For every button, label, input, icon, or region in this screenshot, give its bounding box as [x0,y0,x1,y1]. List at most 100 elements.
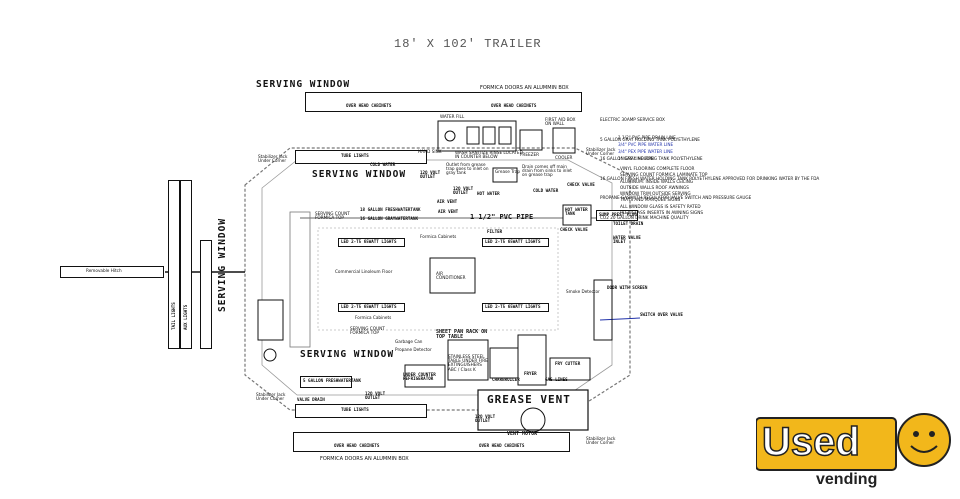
led-light-4: LED 2-T5 65WATT LIGHTS [482,303,549,312]
first-aid-label: FIRST AID BOX ON WALL [545,117,576,127]
logo-used-text: Used [761,420,860,464]
tube-lights-bottom-label: TUBE LIGHTS [341,407,369,412]
spec-item-3: 16 GALLON GRAY HOLDING TANK POLYETHYLENE [600,156,703,161]
grease-trap-label: Grease Trap [495,169,520,174]
commercial-floor-label: Commercial Linoleum Floor [335,269,393,274]
gas-lines-label: GAS LINES [545,377,568,382]
garbage-can-label: Garbage Can [395,339,423,344]
water-valve-label: WATER VALVE INLET [613,235,641,245]
tail-light-bar-2 [180,180,192,349]
fresh-tank-label: 18 GALLON FRESHWATERTANK [360,207,421,212]
charbroiler-label: CHARBROILER [492,377,520,382]
sink-bowl-3 [482,126,496,145]
pipe-spec-2: 3/4" PVC PIPE WATER LINE [618,142,674,148]
cooler-box [552,127,576,154]
material-spec-7: ALL WINDOW GLASS IS SAFETY RATED [620,203,701,209]
spec-item-2: 5 GALLON GRAY HOLDING TANK POLYETHYLENE [600,136,700,142]
valve-drain-label: VALVE DRAIN [297,397,325,402]
led-light-1: LED 2-T5 65WATT LIGHTS [338,238,405,247]
sink-bowl-2 [466,126,480,145]
smoke-detector-label: Smoke Detector [566,289,600,294]
material-spec-3: ALUMINUM: INSIDE WALLS CEILING [620,178,694,184]
material-spec-1: VINYL FLOORING COMPLETE FLOOR [620,166,695,171]
material-spec-list: VINYL FLOORING COMPLETE FLOOR SERVING CO… [620,166,707,216]
serving-window-inner-top: SERVING WINDOW [312,169,407,180]
cabinets-top-label: FORMICA DOORS AN ALUMMIN BOX [480,85,569,91]
air-vent-mid: AIR VENT [438,209,459,214]
sink-bowl-1 [444,130,456,142]
stainless-table-label: STAINLESS STEEL TABLE UNDER FIRE EXTINGU… [448,354,488,372]
freezer-label: FREEZER [520,152,540,157]
tail-light-bar-1 [168,180,180,349]
filter-label: FILTER [487,229,503,234]
hot-water-label: HOT WATER [477,191,500,196]
under-counter-ref-label: UNDER COUNTER REFRIGERATOR [403,372,436,382]
right-door [593,279,613,341]
pipe-spec-3: 3/4" PEX PIPE WATER LINE [618,149,673,155]
serving-counter-top: SERVING COUNT FORMICA TOP [315,211,350,221]
led-light-3: LED 2-T5 65WATT LIGHTS [338,303,405,312]
electrical-box-rect [257,299,284,341]
sink-label: WASH SANITIZE RINSE LOCATED IN COUNTER B… [455,150,523,160]
trailer-outline [244,147,631,411]
charbroiler-box [489,347,519,379]
logo-graphic [755,413,951,471]
sink-bowl-4 [498,126,512,145]
overhead-cabinets-bottom: OVER HEAD CABINETS OVER HEAD CABINETS [293,432,570,452]
air-conditioner-label: AIR CONDITIONER [436,271,466,281]
hot-water-tank-label: HOT WATER TANK [565,207,588,217]
spec-item-6: CO2 20 GALLON DRINK MACHINE QUALITY [600,214,689,220]
sink-box [437,120,517,152]
material-spec-2: SERVING COUNT FORMICA LAMINATE TOP [620,172,708,178]
overhead-cabinets-top: OVER HEAD CABINETS OVER HEAD CABINETS [305,92,582,112]
tube-lights-bottom: TUBE LIGHTS [295,404,427,418]
removable-hitch-label: Removable Hitch [86,268,122,273]
grease-vent-label: GREASE VENT [487,393,571,406]
sump-plug-box: SUMP PREST PLUG [596,210,638,221]
formica-cabinets-top: Formica Cabinets [420,234,457,239]
aux-light-bar [200,240,212,349]
switch-valve-line [599,317,641,321]
hot-water-tank-box [562,204,592,226]
check-valve-top: CHECK VALVE [567,182,595,187]
freezer-box [519,129,543,151]
pipe-spec-1: 1 1/2" PVC PIPE DRAIN LINE [618,135,676,140]
water-fill-label: WATER FILL [440,114,465,119]
serving-window-inner-bottom: SERVING WINDOW [300,349,395,360]
ohc-top-2: OVER HEAD CABINETS [491,103,537,108]
tube-lights-top-label: TUBE LIGHTS [341,153,369,158]
serving-counter-bottom: SERVING COUNT FORMICA TOP [350,326,385,336]
spec-item-1: ELECTRIC 30AMP SERVICE BOX [600,117,665,122]
stabilizer-jack-bl: Stabilizer Jack Under Corner [256,392,286,402]
toilet-drain-label: TOILET DRAIN [613,221,644,226]
grease-trap-box [492,167,518,183]
serving-window-side: SERVING WINDOW [217,217,228,312]
volt-outlet-bottom-2: 12O VOLT OUTLET [475,414,496,424]
tail-lights-label: TAIL LIGHTS [171,302,176,330]
volt-outlet-mid: 12O VOLT OUTLET [453,186,474,196]
stabilizer-jack-br: Stabilizer Jack Under Corner [586,436,616,446]
gray-tank-label: 16 GALLON GRAYWATERTANK [360,216,418,221]
ohc-bottom-2: OVER HEAD CABINETS [479,443,525,448]
check-valve-bottom: CHECK VALVE [560,227,588,232]
removable-hitch-box: Removable Hitch [60,266,164,278]
left-counter [289,211,311,348]
tube-lights-top: TUBE LIGHTS [295,150,427,164]
used-vending-logo: Used vending [755,410,956,495]
propane-detector-label: Propane Detector [395,347,432,352]
led-light-2: LED 2-T5 65WATT LIGHTS [482,238,549,247]
vent-motor-label: VENT MOTOR [507,431,538,437]
pipe-spec-4: 1" GAS LINE PIPE [618,156,654,162]
hand-sink-label: HAND SINK [418,149,442,154]
stabilizer-jack-tr: Stabilizer Jack Under Corner [586,147,616,157]
cold-water-right: COLD WATER [533,188,559,193]
fryer-box [517,334,547,386]
cabinets-bottom-label: FORMICA DOORS AN ALUMMIN BOX [320,456,409,462]
fry-cutter-box [549,357,591,381]
formica-cabinets-bottom: Formica Cabinets [355,315,392,320]
material-spec-5: WINDOW TRIM OUTSIDE SERVING [620,191,691,197]
fryer-label: FRYER [524,371,537,376]
grease-outlet-note: Outlet from grease trap goes to inlet on… [446,162,489,176]
